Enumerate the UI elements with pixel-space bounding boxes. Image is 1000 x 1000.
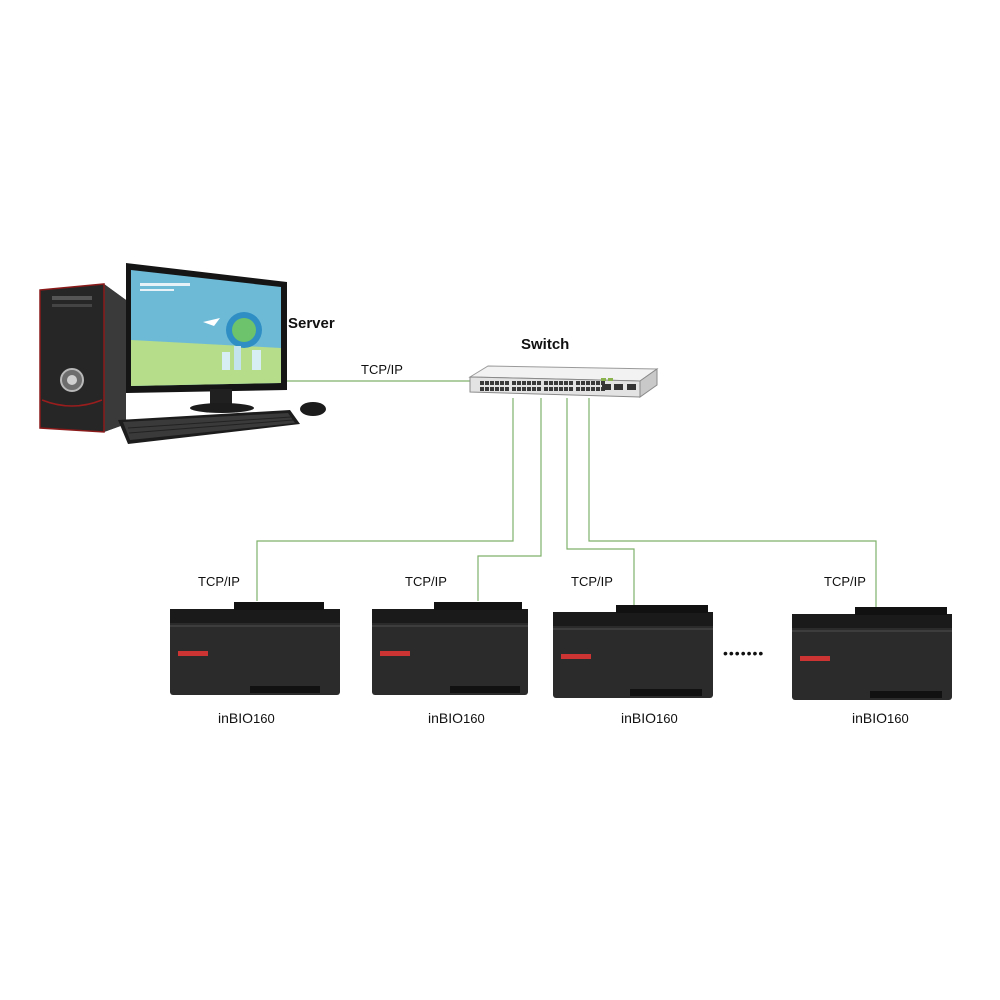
switch-port	[517, 387, 521, 391]
controller-1-model-label: inBIO160	[218, 710, 275, 726]
model-prefix: inBIO	[428, 710, 464, 726]
switch-port	[591, 387, 595, 391]
switch-port	[480, 387, 484, 391]
server-mouse	[300, 402, 326, 416]
controller-unit	[372, 602, 528, 695]
switch-port	[581, 387, 585, 391]
controller-3-model-label: inBIO160	[621, 710, 678, 726]
switch-controller-4-link	[588, 398, 877, 607]
switch-controller-1-link	[256, 398, 514, 601]
switch-port	[480, 381, 484, 385]
switch-port	[490, 381, 494, 385]
server-label: Server	[288, 315, 335, 332]
switch-port	[586, 381, 590, 385]
switch-port	[512, 387, 516, 391]
model-number: 160	[463, 711, 485, 726]
server-monitor	[126, 263, 287, 413]
switch-port	[596, 387, 600, 391]
server-switch-link-label: TCP/IP	[361, 362, 403, 377]
switch-port	[554, 381, 558, 385]
controller-2-model-label: inBIO160	[428, 710, 485, 726]
model-number: 160	[656, 711, 678, 726]
switch-port	[495, 381, 499, 385]
ellipsis-more-controllers: •••••••	[723, 645, 765, 661]
controller-unit	[553, 605, 713, 698]
switch-controller-2-link	[477, 398, 542, 601]
switch-port	[532, 387, 536, 391]
model-number: 160	[253, 711, 275, 726]
switch-port	[559, 381, 563, 385]
switch-port	[549, 387, 553, 391]
switch-port	[512, 381, 516, 385]
controller-4-link-label: TCP/IP	[824, 574, 866, 589]
switch-port	[576, 381, 580, 385]
switch-port	[485, 387, 489, 391]
network-links	[256, 380, 877, 607]
server-computer	[39, 263, 326, 444]
switch-port	[544, 381, 548, 385]
switch-port	[522, 381, 526, 385]
switch-port	[559, 387, 563, 391]
switch-port	[495, 387, 499, 391]
switch-port	[581, 381, 585, 385]
switch-port	[544, 387, 548, 391]
switch-port	[554, 387, 558, 391]
switch-port	[485, 381, 489, 385]
model-prefix: inBIO	[218, 710, 254, 726]
switch-port	[569, 387, 573, 391]
switch-port	[500, 381, 504, 385]
switch-controller-3-link	[566, 398, 635, 605]
switch-port	[576, 387, 580, 391]
switch-port	[537, 387, 541, 391]
switch-port	[505, 387, 509, 391]
controller-1-link-label: TCP/IP	[198, 574, 240, 589]
switch-port	[500, 387, 504, 391]
controller-unit	[170, 602, 340, 695]
switch-port	[569, 381, 573, 385]
switch-port	[537, 381, 541, 385]
server-keyboard	[118, 410, 300, 444]
model-prefix: inBIO	[621, 710, 657, 726]
switch-port	[596, 381, 600, 385]
controller-3-link-label: TCP/IP	[571, 574, 613, 589]
switch-port	[522, 387, 526, 391]
switch-port	[527, 387, 531, 391]
switch-port	[532, 381, 536, 385]
controller-unit	[792, 607, 952, 700]
switch-port	[586, 387, 590, 391]
model-number: 160	[887, 711, 909, 726]
switch-port	[591, 381, 595, 385]
controller-2-link-label: TCP/IP	[405, 574, 447, 589]
switch-port	[517, 381, 521, 385]
switch-ports	[480, 381, 605, 391]
controller-4-model-label: inBIO160	[852, 710, 909, 726]
model-prefix: inBIO	[852, 710, 888, 726]
switch-port	[527, 381, 531, 385]
network-switch	[468, 365, 659, 398]
switch-port	[549, 381, 553, 385]
switch-port	[505, 381, 509, 385]
server-tower	[39, 283, 126, 433]
switch-port	[564, 381, 568, 385]
switch-port	[564, 387, 568, 391]
switch-port	[490, 387, 494, 391]
switch-port	[601, 381, 605, 385]
switch-label: Switch	[521, 336, 570, 353]
